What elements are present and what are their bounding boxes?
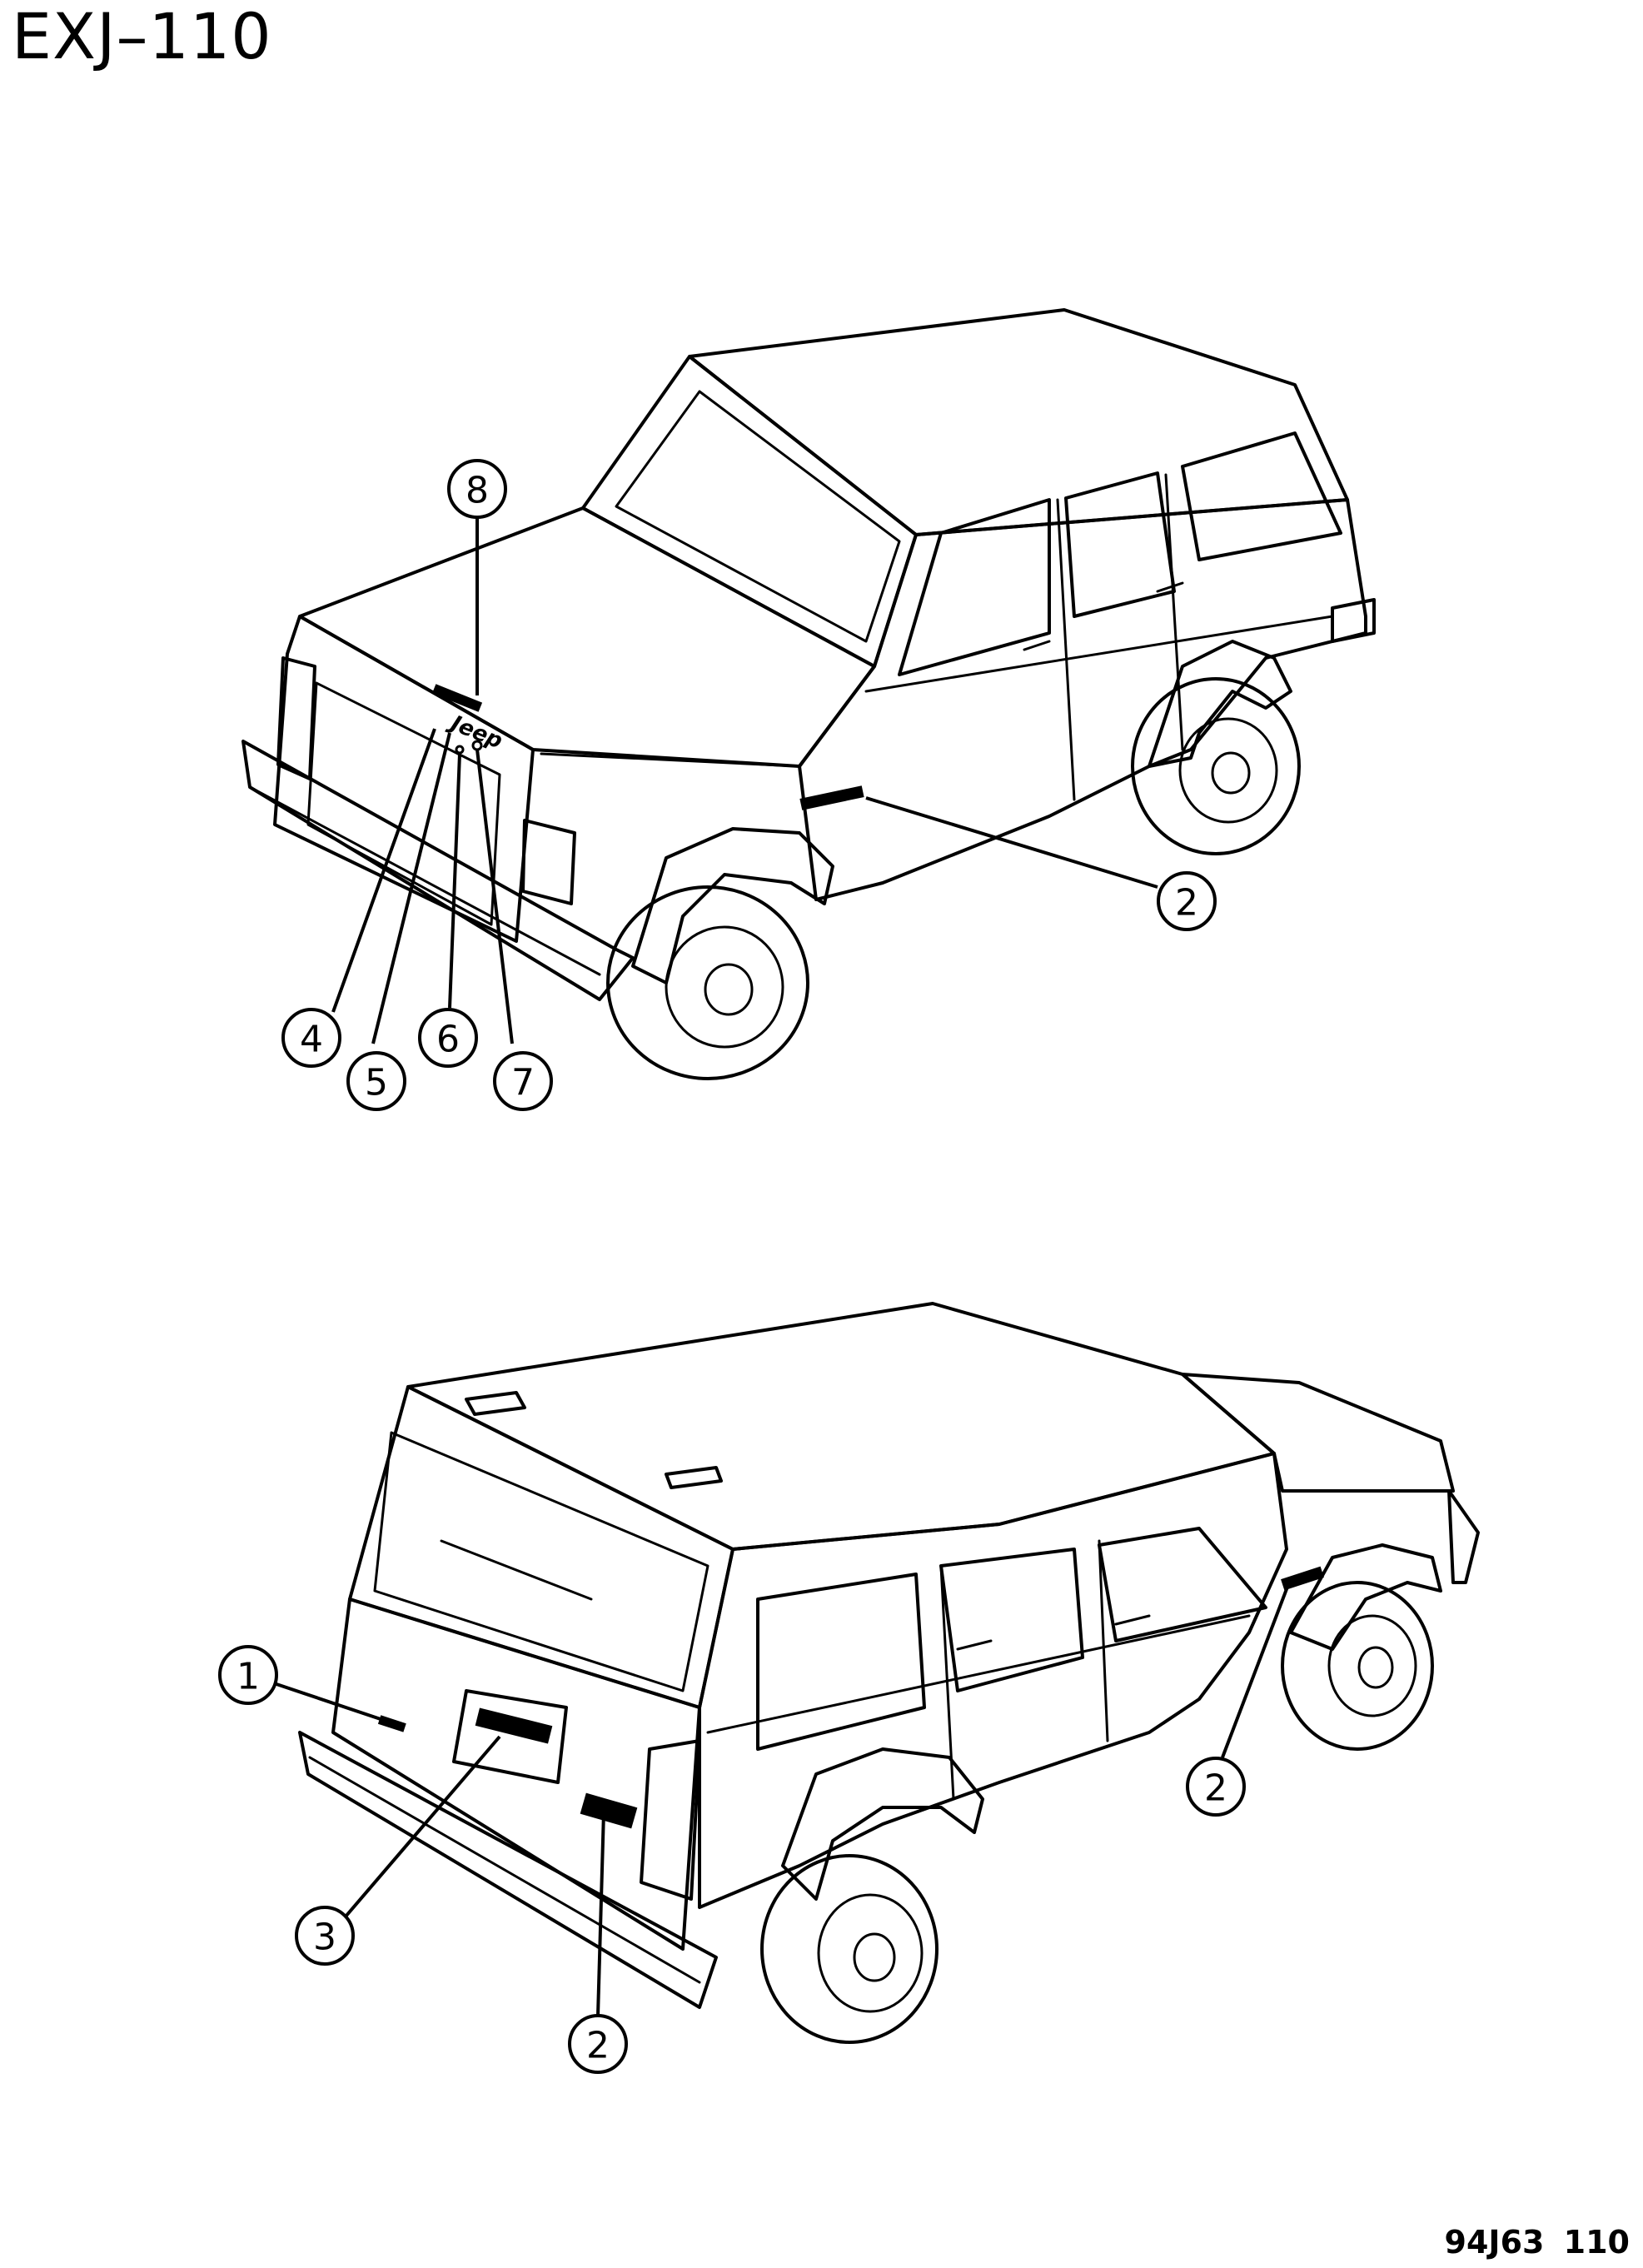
svg-text:6: 6 bbox=[436, 1019, 460, 1061]
callout-front-5: 5 bbox=[346, 1051, 406, 1111]
rear-vehicle-illustration bbox=[298, 1302, 1480, 2044]
liftgate-nameplate-decal bbox=[475, 1707, 553, 1744]
callout-front-6: 6 bbox=[418, 1008, 478, 1068]
svg-text:2: 2 bbox=[1175, 882, 1198, 925]
callout-front-2: 2 bbox=[1157, 871, 1217, 931]
callout-rear-2-side: 2 bbox=[1186, 1757, 1246, 1817]
front-vehicle-illustration: Jeep bbox=[241, 308, 1376, 1080]
svg-text:3: 3 bbox=[313, 1917, 336, 1959]
figure-code: 94J63 110 bbox=[1444, 2224, 1630, 2261]
callout-rear-1: 1 bbox=[218, 1645, 278, 1705]
hood-stripe-decal bbox=[431, 684, 483, 712]
side-marker-decal bbox=[799, 785, 864, 810]
callout-rear-3: 3 bbox=[295, 1906, 355, 1966]
svg-text:5: 5 bbox=[365, 1062, 388, 1104]
front-side-decal bbox=[1281, 1566, 1324, 1591]
hood-ornament-dot-6 bbox=[455, 745, 465, 755]
svg-text:2: 2 bbox=[1204, 1767, 1227, 1810]
callout-rear-2-bottom: 2 bbox=[568, 2014, 628, 2074]
page-title: EXJ–110 bbox=[12, 0, 272, 73]
rear-leader-lines bbox=[276, 1582, 1291, 2016]
callout-front-8: 8 bbox=[447, 459, 507, 519]
rear-side-decal bbox=[580, 1792, 638, 1829]
callout-front-7: 7 bbox=[493, 1051, 553, 1111]
svg-text:8: 8 bbox=[466, 470, 489, 512]
svg-text:4: 4 bbox=[300, 1019, 323, 1061]
front-leader-lines bbox=[331, 517, 1158, 1044]
svg-text:7: 7 bbox=[511, 1062, 535, 1104]
svg-text:1: 1 bbox=[236, 1656, 260, 1698]
callout-front-4: 4 bbox=[281, 1008, 341, 1068]
svg-text:2: 2 bbox=[586, 2025, 610, 2067]
